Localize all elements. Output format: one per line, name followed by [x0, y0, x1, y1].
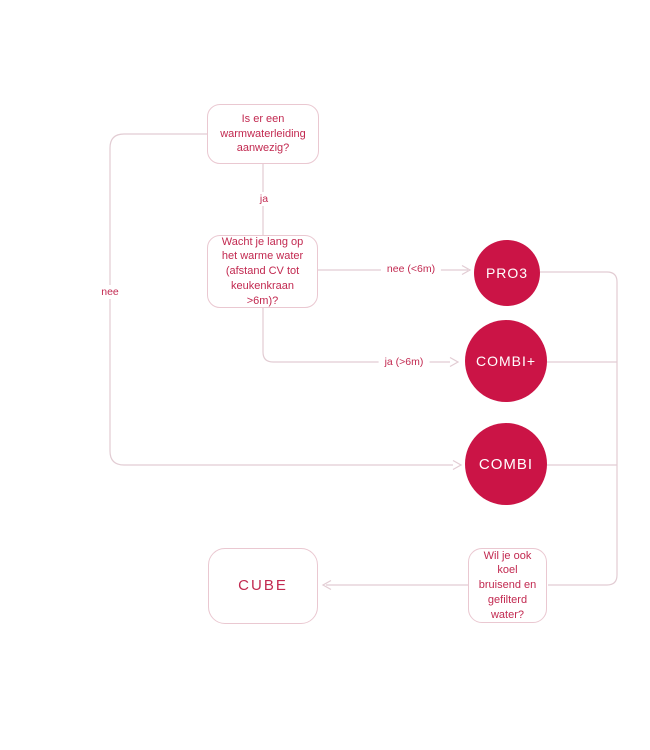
- question-text: Is er een warmwaterleiding aanwezig?: [220, 112, 306, 155]
- arrow-right-icon: [461, 264, 472, 276]
- edge-label-ja: ja: [253, 192, 275, 206]
- result-circle-combi: COMBI: [465, 423, 547, 505]
- question-text: Wil je ook koel bruisend en gefilterd wa…: [478, 549, 537, 621]
- question-box-koel-bruisend: Wil je ook koel bruisend en gefilterd wa…: [468, 548, 547, 623]
- edge-label-nee-lt6m: nee (<6m): [380, 262, 442, 276]
- question-box-wachttijd: Wacht je lang op het warme water (afstan…: [207, 235, 318, 308]
- edge-label-ja-gt6m: ja (>6m): [378, 355, 430, 369]
- result-circle-pro3: PRO3: [474, 240, 540, 306]
- product-label: COMBI+: [475, 353, 537, 369]
- edge-label-nee: nee: [95, 285, 125, 299]
- result-box-cube: CUBE: [208, 548, 318, 624]
- connector-ja6m-to-combiplus: [262, 308, 450, 363]
- connector-pro3-to-q3: [540, 271, 618, 586]
- result-circle-combi-plus: COMBI+: [465, 320, 547, 402]
- arrow-left-icon: [321, 579, 332, 591]
- product-label: PRO3: [485, 265, 529, 281]
- arrow-right-icon: [452, 459, 463, 471]
- connector-nee-to-combi: [109, 133, 453, 466]
- question-text: Wacht je lang op het warme water (afstan…: [221, 235, 304, 307]
- product-label: COMBI: [478, 455, 534, 473]
- question-box-warmwaterleiding: Is er een warmwaterleiding aanwezig?: [207, 104, 319, 164]
- arrow-right-icon: [449, 356, 460, 368]
- product-label: CUBE: [238, 576, 288, 594]
